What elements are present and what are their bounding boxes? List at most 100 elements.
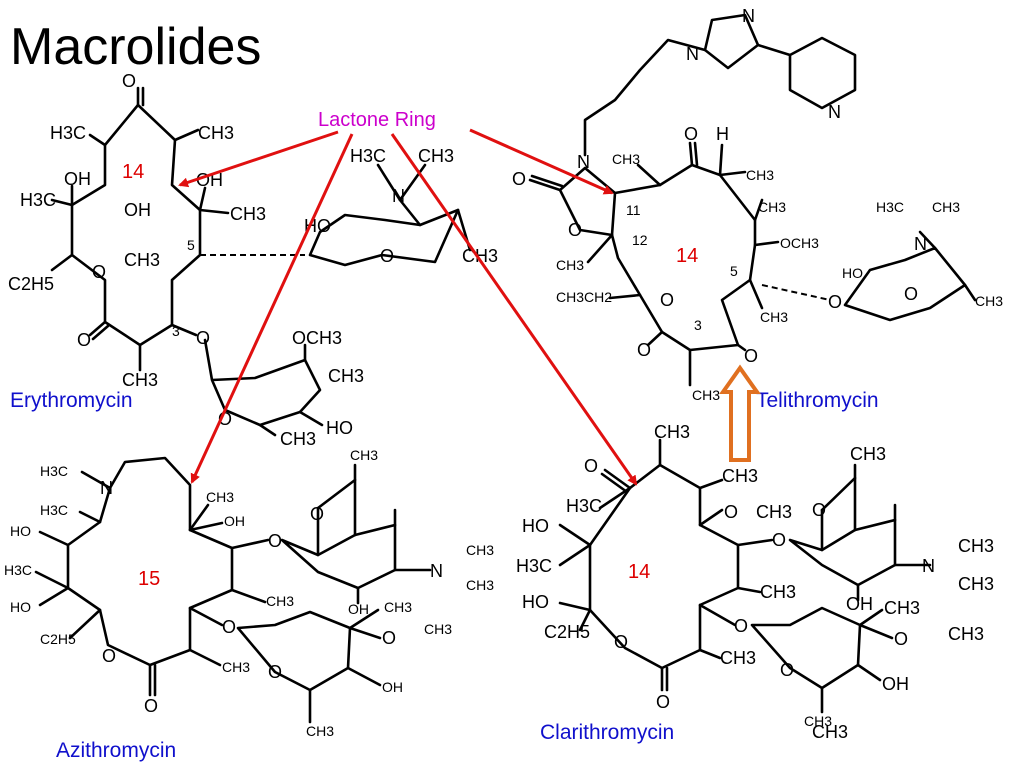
- clari-ch3-och3: CH3: [756, 502, 792, 522]
- azith-c2h5: C2H5: [40, 631, 76, 647]
- telith-ch3-d: CH3: [556, 257, 584, 273]
- azith-ho-b: HO: [10, 599, 31, 615]
- erythro-ch3-bottom: CH3: [122, 370, 158, 390]
- azith-ch3-s3: CH3: [306, 723, 334, 739]
- erythromycin-label: Erythromycin: [10, 389, 133, 412]
- clari-ch3-n1: CH3: [958, 536, 994, 556]
- erythro-ch3-sugar3: CH3: [280, 429, 316, 449]
- clari-ch3-c: CH3: [720, 648, 756, 668]
- slide-title: Macrolides: [10, 18, 261, 76]
- clarithromycin-label: Clarithromycin: [540, 721, 674, 744]
- erythro-ch3-mid: CH3: [124, 250, 160, 270]
- erythro-n: N: [392, 186, 405, 206]
- clari-ch3-s3: CH3: [812, 722, 848, 742]
- clari-h3c-a: H3C: [566, 496, 602, 516]
- telith-o-s: O: [904, 284, 918, 304]
- erythro-ch3-top: CH3: [198, 123, 234, 143]
- lactone-ring-label: Lactone Ring: [318, 109, 436, 131]
- erythro-och3: OCH3: [292, 328, 342, 348]
- clari-ch3-b: CH3: [722, 466, 758, 486]
- telith-ch3-b: CH3: [746, 167, 774, 183]
- azith-o-ring: O: [102, 646, 116, 666]
- erythro-ring-size: 14: [122, 161, 144, 183]
- azith-o-glyc2: O: [222, 617, 236, 637]
- azith-ch3-bot: CH3: [222, 659, 250, 675]
- erythro-pos5: 5: [187, 237, 195, 253]
- clari-ch3-n2: CH3: [958, 574, 994, 594]
- azith-n-s: N: [430, 561, 443, 581]
- azith-oh-s1: OH: [348, 601, 369, 617]
- erythro-oh-mid: OH: [124, 200, 151, 220]
- clari-o-glyc2: O: [734, 616, 748, 636]
- erythro-o-carbonyl: O: [77, 330, 91, 350]
- erythro-ch3-sugar1: CH3: [462, 246, 498, 266]
- clari-o-ring: O: [614, 632, 628, 652]
- erythro-h3c-topleft: H3C: [50, 123, 86, 143]
- clari-oh-s1: OH: [846, 594, 873, 614]
- clari-ch3-och3b: CH3: [948, 624, 984, 644]
- azith-o-carbonyl: O: [144, 696, 158, 716]
- orange-hollow-arrow: [719, 364, 761, 462]
- telith-o-ring: O: [660, 290, 674, 310]
- telithromycin-structure: N N N N O O CH3 O H CH3 CH3 OCH3 11 12 C…: [512, 6, 1003, 403]
- azith-ch3-s2: CH3: [384, 599, 412, 615]
- erythro-ch3-sugar2: CH3: [328, 366, 364, 386]
- telith-pos5: 5: [730, 263, 738, 279]
- erythro-o-top: O: [122, 71, 136, 91]
- telith-och3: OCH3: [780, 235, 819, 251]
- arrow-to-erythromycin: [178, 130, 339, 188]
- telith-pos3: 3: [694, 317, 702, 333]
- erythro-c2h5: C2H5: [8, 274, 54, 294]
- azith-h3c-b: H3C: [4, 562, 32, 578]
- telith-ch3-n: CH3: [932, 199, 960, 215]
- erythro-ho-sugar2: HO: [326, 418, 353, 438]
- clari-o-keto: O: [584, 456, 598, 476]
- telith-pos11: 11: [626, 202, 641, 218]
- clari-ho-b: HO: [522, 592, 549, 612]
- telith-pos12: 12: [632, 232, 648, 248]
- clari-o-s2: O: [780, 660, 794, 680]
- erythro-h3c-n: H3C: [350, 146, 386, 166]
- azith-n: N: [100, 478, 113, 498]
- erythro-h3c-left: H3C: [20, 190, 56, 210]
- azith-o-glyc1: O: [268, 531, 282, 551]
- clari-c2h5: C2H5: [544, 622, 590, 642]
- telith-o-carb1: O: [512, 169, 526, 189]
- azith-ch3-top: CH3: [206, 489, 234, 505]
- clari-ch3-e: CH3: [804, 713, 832, 729]
- telith-ch3-s: CH3: [975, 293, 1003, 309]
- azithromycin-label: Azithromycin: [56, 739, 176, 762]
- telith-n-carb: N: [577, 152, 590, 172]
- erythro-oh-right: OH: [196, 170, 223, 190]
- erythro-ch3-right: CH3: [230, 204, 266, 224]
- azith-oh-top: OH: [224, 513, 245, 529]
- clari-o-glyc1: O: [772, 530, 786, 550]
- clari-h3c-c: H3C: [516, 556, 552, 576]
- telith-ch3-f: CH3: [692, 387, 720, 403]
- telith-o-lact: O: [637, 340, 651, 360]
- telith-o-keto: O: [684, 124, 698, 144]
- azith-oh-s2: OH: [382, 679, 403, 695]
- telith-o-keto2: O: [744, 346, 758, 366]
- azith-ch3-o: CH3: [424, 621, 452, 637]
- clari-ch3-sugar: CH3: [850, 444, 886, 464]
- azith-ho-a: HO: [10, 523, 31, 539]
- clari-ch3-s2: CH3: [884, 598, 920, 618]
- telith-ch3-c: CH3: [758, 199, 786, 215]
- erythro-oh-left: OH: [64, 169, 91, 189]
- clari-ch3-top: CH3: [654, 422, 690, 442]
- arrow-to-clarithromycin: [390, 133, 638, 486]
- azith-o-s1: O: [310, 504, 324, 524]
- azithromycin-structure: H3C N H3C HO H3C HO C2H5 O O CH3 OH O CH…: [4, 447, 494, 739]
- telith-o-link: O: [828, 292, 842, 312]
- erythromycin-structure: O H3C CH3 OH H3C OH OH CH3 CH3 C2H5 O O …: [8, 71, 498, 449]
- telith-n-pyr: N: [828, 102, 841, 122]
- azith-o-s2: O: [268, 662, 282, 682]
- clari-o-och3b: O: [894, 629, 908, 649]
- clari-n-s: N: [922, 556, 935, 576]
- clari-ho-a: HO: [522, 516, 549, 536]
- azith-ch3-n2: CH3: [466, 577, 494, 593]
- clari-o-s1: O: [812, 500, 826, 520]
